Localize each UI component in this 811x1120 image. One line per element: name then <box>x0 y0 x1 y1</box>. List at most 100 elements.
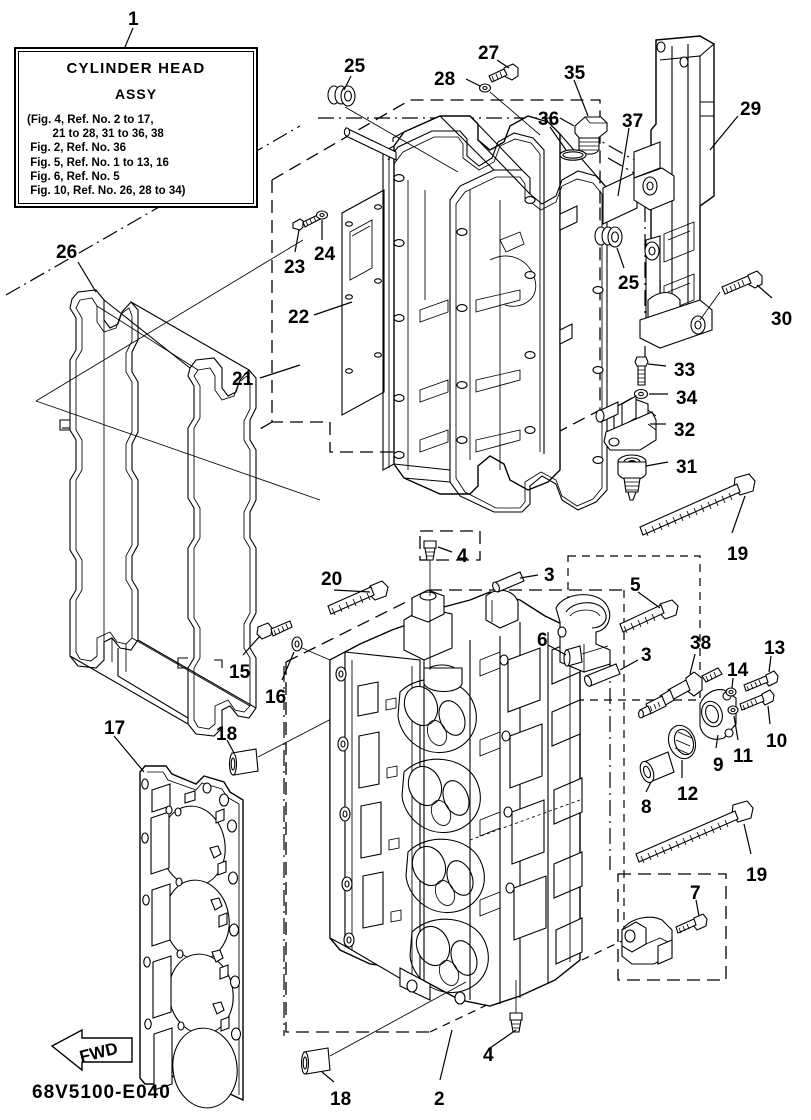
drawing-number: 68V5100-E040 <box>32 1082 171 1103</box>
callout-15: 15 <box>229 662 251 683</box>
part-2-cylinder-head-body <box>329 560 583 1007</box>
callout-7: 7 <box>690 883 701 904</box>
part-7-bolt <box>675 913 708 934</box>
callout-25a: 25 <box>344 56 366 77</box>
part-24-washer <box>315 210 329 220</box>
part-28-washer <box>478 83 492 93</box>
part-12-collar-ring <box>667 724 697 760</box>
leader-19b <box>743 823 752 855</box>
ref-line: (Fig. 4, Ref. No. 2 to 17, <box>27 114 154 126</box>
callout-14: 14 <box>727 660 749 681</box>
part-4-plug-lower <box>509 980 523 1033</box>
part-32-valve-body <box>595 395 657 451</box>
title-block-heading: CYLINDER HEAD <box>66 60 206 77</box>
leader-18b <box>321 981 467 1083</box>
construction-line-vertical <box>283 660 611 1036</box>
leader-19a <box>731 495 746 534</box>
callout-30: 30 <box>771 309 793 330</box>
leader-13 <box>768 655 772 673</box>
pointer-21-long <box>35 239 321 501</box>
callout-23: 23 <box>284 257 306 278</box>
leader-2 <box>439 1029 453 1081</box>
callout-31: 31 <box>676 457 698 478</box>
ref-line: Fig. 2, Ref. No. 36 <box>27 142 127 155</box>
part-14-washer <box>725 687 737 697</box>
callout-11: 11 <box>733 746 754 767</box>
callout-10: 10 <box>766 731 788 752</box>
part-21-cylinder-head-cover <box>343 115 608 513</box>
leader-31 <box>645 461 669 467</box>
callout-6: 6 <box>537 630 548 651</box>
leader-27 <box>496 59 510 69</box>
callout-16: 16 <box>265 687 287 708</box>
callout-28: 28 <box>434 69 456 90</box>
callout-35: 35 <box>564 63 586 84</box>
leader-22 <box>313 301 353 316</box>
title-block-references: (Fig. 4, Ref. No. 2 to 17, 21 to 28, 31 … <box>25 113 247 198</box>
part-29-bracket-rail <box>633 35 715 349</box>
callout-27: 27 <box>478 43 500 64</box>
callout-24: 24 <box>314 244 336 265</box>
leader-1 <box>124 27 134 48</box>
part-3-dowel-lower <box>583 663 621 687</box>
leader-5 <box>637 591 661 609</box>
callout-37: 37 <box>622 111 644 132</box>
leader-21 <box>259 364 301 379</box>
part-13-bolt <box>743 670 779 692</box>
leader-6 <box>547 644 567 656</box>
callout-32: 32 <box>674 420 696 441</box>
part-15-bolt <box>256 620 293 640</box>
part-35-oil-filler-cap <box>574 116 608 155</box>
part-20-bolt <box>327 580 389 616</box>
callout-22: 22 <box>288 307 310 328</box>
leader-3a <box>519 574 539 579</box>
ref-line: Fig. 10, Ref. No. 26, 28 to 34) <box>27 185 186 198</box>
leader-23 <box>294 229 300 253</box>
leader-3b <box>619 659 639 671</box>
group-envelope-7 <box>617 873 727 981</box>
callout-12: 12 <box>677 784 699 805</box>
leader-15 <box>242 635 261 656</box>
callout-1: 1 <box>128 9 139 30</box>
callout-25b: 25 <box>618 273 640 294</box>
callout-3b: 3 <box>641 645 652 666</box>
callout-29: 29 <box>740 99 762 120</box>
callout-17: 17 <box>104 718 126 739</box>
leader-26 <box>77 261 97 293</box>
part-19-bolt-long-lower <box>635 800 754 864</box>
part-3-dowel-upper <box>492 571 525 593</box>
callout-13: 13 <box>764 638 786 659</box>
callout-2: 2 <box>434 1089 445 1110</box>
leader-11 <box>733 715 739 741</box>
part-34-washer <box>633 388 649 400</box>
leader-14 <box>731 677 734 689</box>
part-18-dowel-lower <box>300 1047 331 1075</box>
callout-5: 5 <box>630 575 641 596</box>
leader-4a <box>437 546 453 553</box>
leader-36 <box>549 126 567 151</box>
ref-line: Fig. 6, Ref. No. 5 <box>27 170 120 183</box>
callout-20: 20 <box>321 569 343 590</box>
part-30-bolt <box>721 270 763 295</box>
leader-4b <box>489 1029 517 1049</box>
group-envelope-4-upper <box>419 530 481 561</box>
part-26-cover-gasket <box>59 289 257 737</box>
callout-18b: 18 <box>330 1089 352 1110</box>
callout-8: 8 <box>641 797 652 818</box>
callout-19b: 19 <box>746 865 768 886</box>
callout-18a: 18 <box>216 724 238 745</box>
part-10-bolt <box>739 689 775 711</box>
leader-28 <box>465 78 541 136</box>
part-36-o-ring <box>559 149 587 161</box>
ref-line: 21 to 28, 31 to 36, 38 <box>27 128 164 141</box>
callout-9: 9 <box>713 755 724 776</box>
part-25-grommet-left <box>327 85 356 107</box>
part-31-sensor-fitting <box>617 454 647 501</box>
leader-33 <box>647 363 667 367</box>
part-16-washer <box>291 636 303 652</box>
part-38-spark-plug <box>638 667 723 719</box>
callout-36: 36 <box>538 109 560 130</box>
leader-17 <box>113 735 145 773</box>
